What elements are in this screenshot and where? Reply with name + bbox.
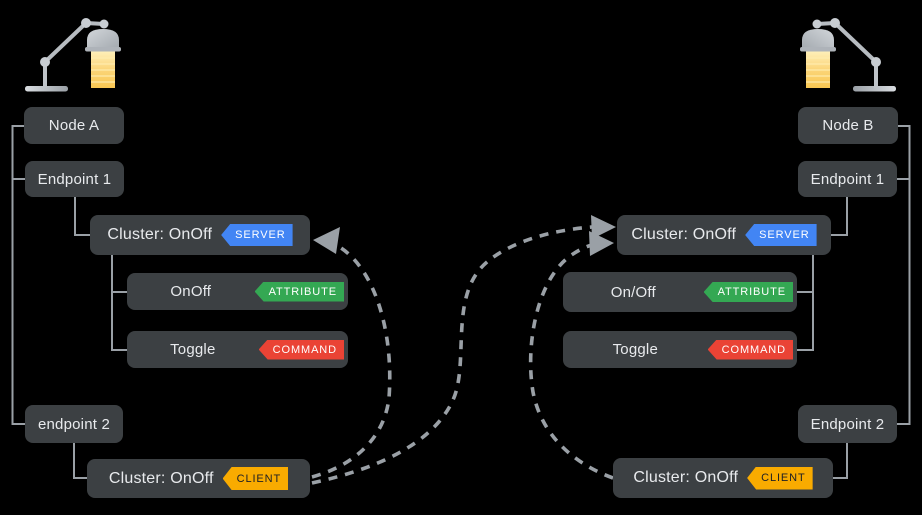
client-badge-left: CLIENT	[222, 467, 289, 490]
client-cluster-label-left: Cluster: OnOff	[108, 469, 214, 487]
endpoint-2-label-left: endpoint 2	[37, 415, 111, 433]
command-label-right: Toggle	[612, 341, 659, 358]
server-cluster-box-right: Cluster: OnOff SERVER	[617, 215, 831, 255]
arrowhead-into-right-server-top	[591, 215, 616, 239]
endpoint-1-box-right: Endpoint 1	[798, 161, 897, 197]
command-box-right: Toggle COMMAND	[563, 331, 797, 368]
node-a-box: Node A	[24, 107, 124, 144]
client-cluster-label-right: Cluster: OnOff	[633, 469, 739, 486]
server-cluster-label-left: Cluster: OnOff	[107, 226, 213, 243]
command-badge-left: COMMAND	[258, 339, 344, 360]
attribute-box-right: On/Off ATTRIBUTE	[563, 272, 797, 312]
endpoint-2-box-left: endpoint 2	[25, 405, 123, 443]
client-cluster-box-right: Cluster: OnOff CLIENT	[613, 458, 833, 498]
endpoint-2-box-right: Endpoint 2	[798, 405, 897, 443]
attribute-badge-left: ATTRIBUTE	[254, 281, 344, 302]
endpoint-2-label-right: Endpoint 2	[810, 415, 885, 433]
tree-connectors-left	[11, 125, 127, 479]
node-b-label: Node B	[822, 117, 874, 134]
attribute-label-left: OnOff	[170, 283, 212, 300]
desk-lamp-icon-right	[798, 16, 898, 94]
server-cluster-box-left: Cluster: OnOff SERVER	[90, 215, 310, 255]
arrowhead-into-left-server	[313, 227, 340, 254]
server-badge-left: SERVER	[221, 224, 293, 246]
desk-lamp-icon-left	[23, 16, 123, 94]
tree-connectors-right	[797, 125, 911, 479]
attribute-badge-right: ATTRIBUTE	[703, 282, 793, 302]
node-b-box: Node B	[798, 107, 898, 144]
node-a-label: Node A	[48, 117, 100, 134]
endpoint-1-label-left: Endpoint 1	[37, 170, 112, 188]
client-badge-right: CLIENT	[747, 466, 813, 490]
command-badge-right: COMMAND	[707, 339, 793, 360]
binding-arrow-left-client-to-left-server	[311, 246, 392, 479]
attribute-label-right: On/Off	[610, 283, 656, 301]
binding-arrow-right-client-to-right-server	[528, 241, 614, 480]
command-label-left: Toggle	[170, 341, 216, 358]
command-box-left: Toggle COMMAND	[127, 331, 348, 368]
client-cluster-box-left: Cluster: OnOff CLIENT	[87, 459, 310, 498]
endpoint-1-box-left: Endpoint 1	[25, 161, 124, 197]
arrowhead-into-right-server-bottom	[589, 231, 614, 256]
binding-arrow-left-client-to-right-server	[311, 225, 593, 485]
endpoint-1-label-right: Endpoint 1	[810, 170, 885, 188]
attribute-box-left: OnOff ATTRIBUTE	[127, 273, 348, 310]
server-badge-right: SERVER	[745, 224, 817, 246]
server-cluster-label-right: Cluster: OnOff	[631, 226, 737, 243]
